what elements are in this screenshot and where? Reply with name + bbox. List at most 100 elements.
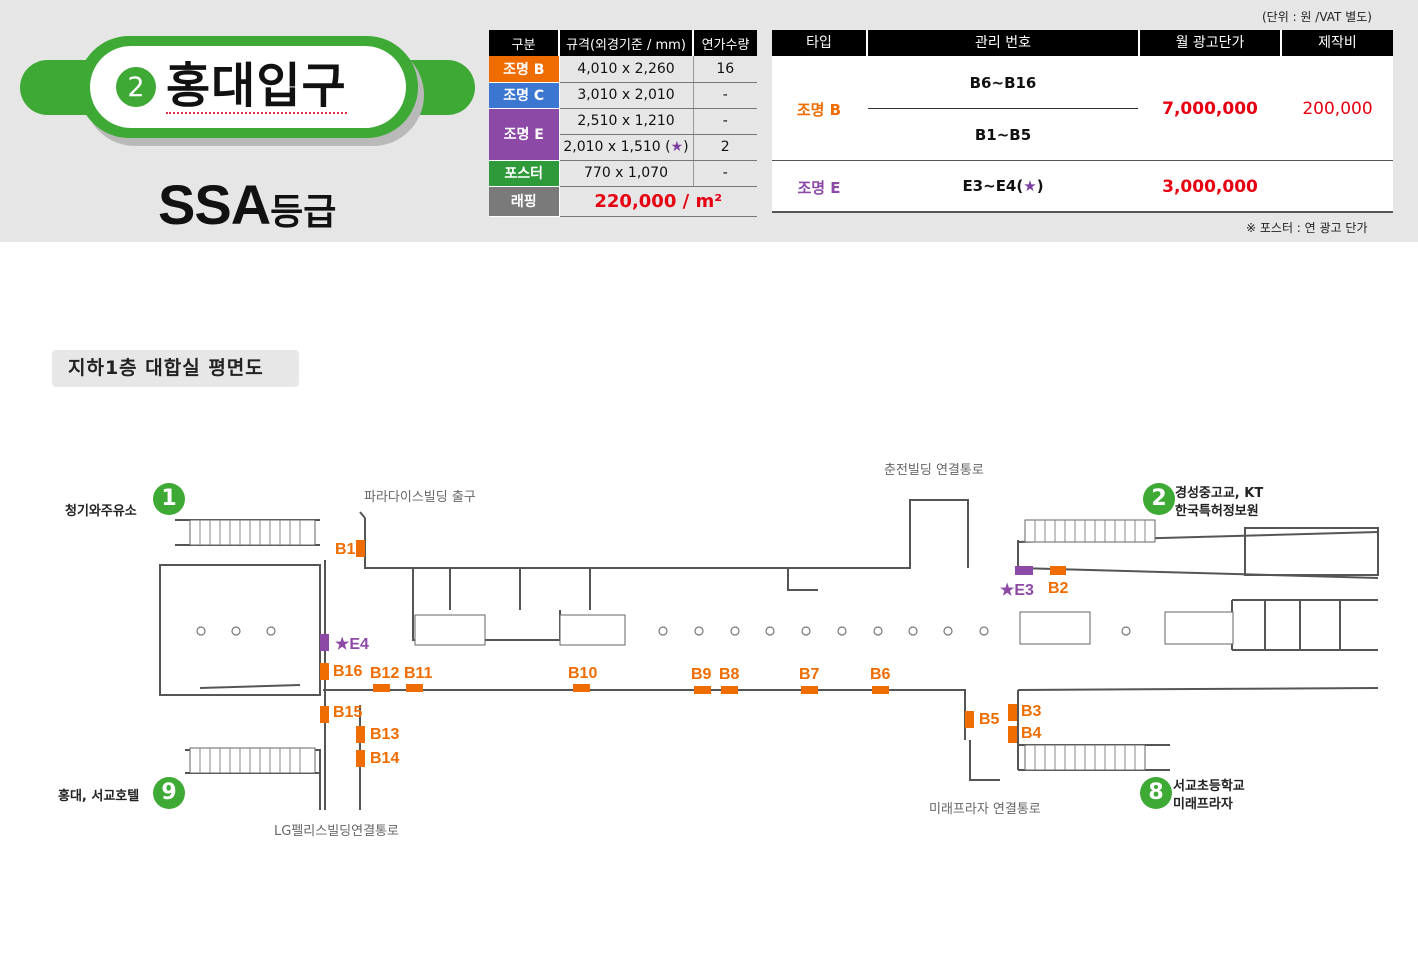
station-badge-inner: 2 홍대입구 xyxy=(90,46,406,128)
ad-marker-b15 xyxy=(320,706,329,723)
poster-note: ※ 포스터 : 연 광고 단가 xyxy=(1246,221,1368,235)
spec-size: 4,010 x 2,260 xyxy=(558,56,694,83)
exit-8-icon: 8 xyxy=(1140,777,1172,809)
grade-code: SSA xyxy=(158,173,271,236)
price-code: B1~B5 xyxy=(974,126,1032,144)
ad-marker-b7 xyxy=(801,686,818,694)
ad-marker-b14 xyxy=(356,750,365,767)
spec-header-qty: 연가수량 xyxy=(693,30,757,56)
ad-label-b3: B3 xyxy=(1021,703,1042,720)
wrap-price: 220,000 / m² xyxy=(559,186,757,217)
passage-mirae: 미래프라자 연결통로 xyxy=(929,802,1041,817)
exit-1-label: 청기와주유소 xyxy=(65,504,137,519)
exit-8-label-1: 서교초등학교 xyxy=(1173,779,1245,794)
station-grade: SSA등급 xyxy=(158,172,336,237)
exit-9-icon: 9 xyxy=(153,777,185,809)
ad-marker-b2 xyxy=(1050,566,1066,575)
spec-qty: - xyxy=(693,160,757,187)
spec-size-text: 2,010 x 1,510 ( xyxy=(563,139,671,155)
table-bottom-line xyxy=(772,211,1393,213)
ad-marker-b12 xyxy=(373,684,390,692)
price-type-b: 조명 B xyxy=(796,101,842,119)
passage-paradise: 파라다이스빌딩 출구 xyxy=(364,490,476,505)
ad-label-b8: B8 xyxy=(719,666,740,683)
ad-label-b1: B1 xyxy=(335,541,356,558)
spec-table: 구분 규격(외경기준 / mm) 연가수량 조명 B 4,010 x 2,260… xyxy=(489,30,757,217)
price-value: 3,000,000 xyxy=(1162,177,1258,197)
ad-label-b12: B12 xyxy=(370,665,400,682)
row-divider xyxy=(772,160,1393,161)
ad-marker-b9 xyxy=(694,686,711,694)
ad-marker-b10 xyxy=(573,684,590,692)
spec-qty: - xyxy=(693,108,757,135)
ad-label-b14: B14 xyxy=(370,750,400,767)
ad-marker-b11 xyxy=(406,684,423,692)
ad-marker-e4 xyxy=(320,634,329,651)
spec-qty: - xyxy=(693,82,757,109)
exit-2-label-1: 경성중고교, KT xyxy=(1175,486,1264,501)
spec-qty: 16 xyxy=(693,56,757,83)
price-code: B6~B16 xyxy=(969,74,1037,92)
price-code: E3~E4(★) xyxy=(868,177,1138,195)
ad-marker-b3 xyxy=(1008,704,1017,721)
spec-label-poster: 포스터 xyxy=(489,160,560,187)
spec-size: 2,010 x 1,510 (★) xyxy=(558,134,694,161)
ad-marker-b13 xyxy=(356,726,365,743)
line-number-icon: 2 xyxy=(116,67,156,107)
ad-label-e3: ★E3 xyxy=(1000,582,1034,599)
ad-marker-b16 xyxy=(320,663,329,680)
price-header-price: 월 광고단가 xyxy=(1140,30,1280,56)
spec-size-end: ) xyxy=(683,139,689,155)
grade-suffix: 등급 xyxy=(270,191,337,232)
price-header-code: 관리 번호 xyxy=(868,30,1138,56)
spec-label-c: 조명 C xyxy=(489,82,560,109)
unit-note: (단위 : 원 /VAT 별도) xyxy=(1262,10,1372,24)
price-table: 타입 관리 번호 월 광고단가 제작비 조명 B B6~B16 B1~B5 7,… xyxy=(772,30,1393,213)
exit-9-label: 홍대, 서교호텔 xyxy=(58,789,140,804)
exit-2-icon: 2 xyxy=(1143,483,1175,515)
price-code-text: E3~E4( xyxy=(962,177,1024,195)
price-value: 7,000,000 xyxy=(1162,99,1258,119)
spec-header-size: 규격(외경기준 / mm) xyxy=(559,30,694,56)
ad-label-b7: B7 xyxy=(799,666,820,683)
passage-lg: LG펠리스빌딩연결통로 xyxy=(274,824,399,839)
ad-label-b5: B5 xyxy=(979,711,1000,728)
spec-label-e: 조명 E xyxy=(489,108,560,161)
exit-2-label-2: 한국특허정보원 xyxy=(1175,504,1259,519)
ad-marker-b8 xyxy=(721,686,738,694)
ad-label-b11: B11 xyxy=(404,665,433,682)
passage-chunjeon: 춘전빌딩 연결통로 xyxy=(884,463,984,478)
station-name: 홍대입구 xyxy=(166,58,347,114)
spec-size: 2,510 x 1,210 xyxy=(558,108,694,135)
price-type-e: 조명 E xyxy=(797,179,841,197)
ad-label-b16: B16 xyxy=(333,663,363,680)
floor-plan-map xyxy=(159,499,1379,810)
exit-8-label-2: 미래프라자 xyxy=(1173,797,1233,812)
ad-marker-b6 xyxy=(872,686,889,694)
spec-label-b: 조명 B xyxy=(489,56,560,83)
ad-label-b15: B15 xyxy=(333,704,363,721)
ad-label-b10: B10 xyxy=(568,665,598,682)
ad-marker-b5 xyxy=(965,711,974,728)
price-code-end: ) xyxy=(1036,177,1044,195)
star-icon: ★ xyxy=(1023,177,1037,195)
ad-marker-b1 xyxy=(356,540,365,557)
ad-label-b4: B4 xyxy=(1021,725,1042,742)
ad-label-e4: ★E4 xyxy=(335,636,369,653)
ad-label-b6: B6 xyxy=(870,666,891,683)
price-header-cost: 제작비 xyxy=(1282,30,1393,56)
floor-plan-title: 지하1층 대합실 평면도 xyxy=(52,350,299,387)
ad-marker-b4 xyxy=(1008,726,1017,743)
cost-value: 200,000 xyxy=(1302,99,1373,119)
spec-size: 3,010 x 2,010 xyxy=(558,82,694,109)
ad-label-b9: B9 xyxy=(691,666,712,683)
ad-marker-e3 xyxy=(1015,566,1033,575)
code-divider xyxy=(868,108,1138,109)
exit-1-icon: 1 xyxy=(153,483,185,515)
spec-size: 770 x 1,070 xyxy=(558,160,694,187)
spec-qty: 2 xyxy=(693,134,757,161)
ad-label-b2: B2 xyxy=(1048,580,1069,597)
star-icon: ★ xyxy=(670,139,684,155)
spec-header-type: 구분 xyxy=(489,30,560,56)
ad-label-b13: B13 xyxy=(370,726,400,743)
